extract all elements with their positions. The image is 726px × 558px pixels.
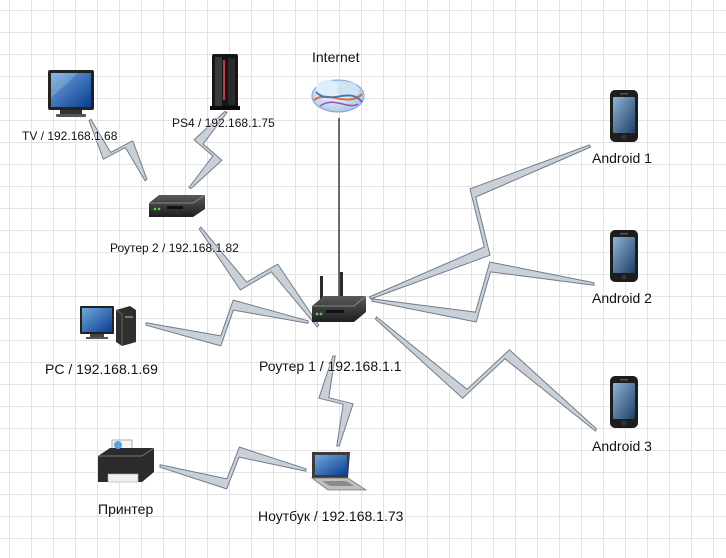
android-3-label: Android 3 xyxy=(592,438,652,454)
android-2-label: Android 2 xyxy=(592,290,652,306)
tv-icon xyxy=(48,70,94,117)
tv-label: TV / 192.168.1.68 xyxy=(22,129,118,143)
router-2-icon xyxy=(149,194,206,217)
wireless-link-router1-android2 xyxy=(371,261,595,323)
wireless-link-laptop-printer xyxy=(159,446,307,490)
internet-cloud-icon xyxy=(311,79,365,113)
ps4-console-icon xyxy=(210,54,240,110)
links-layer xyxy=(88,111,597,490)
wireless-link-router2-ps4 xyxy=(188,111,228,189)
wireless-link-router2-tv xyxy=(88,118,148,182)
router-1-icon xyxy=(312,272,367,322)
router-1-label: Роутер 1 / 192.168.1.1 xyxy=(259,358,402,374)
router-2-label: Роутер 2 / 192.168.1.82 xyxy=(110,241,239,255)
wireless-link-router1-android3 xyxy=(375,316,597,432)
android-1-phone-icon xyxy=(610,90,638,142)
laptop-icon xyxy=(310,452,368,491)
android-2-phone-icon xyxy=(610,230,638,282)
internet-label: Internet xyxy=(312,49,360,65)
wireless-link-router1-pc xyxy=(145,299,309,347)
android-3-phone-icon xyxy=(610,376,638,428)
pc-label: PC / 192.168.1.69 xyxy=(45,361,158,377)
wireless-link-router1-router2 xyxy=(198,226,320,328)
printer-icon xyxy=(98,439,155,483)
wireless-link-router1-laptop xyxy=(318,355,354,447)
android-1-label: Android 1 xyxy=(592,150,652,166)
ps4-label: PS4 / 192.168.1.75 xyxy=(172,116,275,130)
pc-icon xyxy=(80,306,136,346)
wireless-link-router1-android1 xyxy=(368,144,592,300)
printer-label: Принтер xyxy=(98,501,154,517)
laptop-label: Ноутбук / 192.168.1.73 xyxy=(258,508,404,524)
